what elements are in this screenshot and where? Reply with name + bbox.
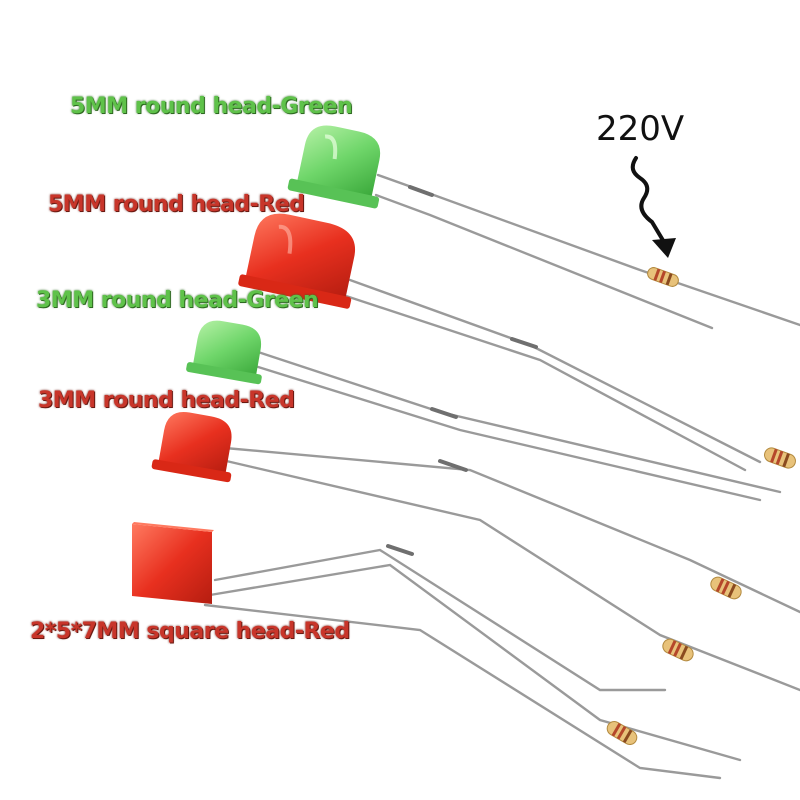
label-square-red: 2*5*7MM square head-Red bbox=[30, 619, 350, 644]
squiggle-arrow-icon bbox=[630, 156, 676, 258]
led-3mm-green bbox=[186, 320, 262, 385]
resistors bbox=[606, 267, 796, 745]
resistor-icon bbox=[606, 721, 638, 745]
resistor-icon bbox=[764, 447, 796, 469]
resistor-icon bbox=[647, 267, 679, 287]
voltage-label: 220V bbox=[596, 109, 685, 149]
label-3mm-red: 3MM round head-Red bbox=[38, 388, 295, 413]
led-square-red bbox=[132, 522, 214, 604]
label-5mm-red: 5MM round head-Red bbox=[48, 192, 305, 217]
label-3mm-green: 3MM round head-Green bbox=[36, 288, 319, 313]
led-5mm-green bbox=[287, 125, 381, 209]
led-3mm-red bbox=[151, 412, 232, 483]
resistor-icon bbox=[710, 576, 742, 600]
resistor-icon bbox=[662, 638, 694, 662]
label-5mm-green: 5MM round head-Green bbox=[70, 94, 353, 119]
lead-kinks bbox=[386, 185, 538, 556]
led-5mm-red bbox=[238, 213, 356, 309]
